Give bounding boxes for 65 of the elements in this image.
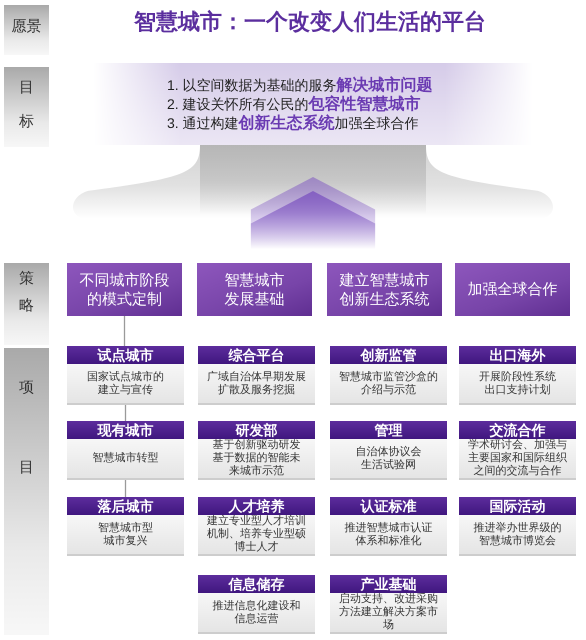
- connector-line: [124, 480, 126, 497]
- goal-item: 3. 通过构建创新生态系统加强全球合作: [167, 114, 419, 132]
- project-card: [198, 346, 315, 405]
- card-header: 出口海外: [459, 346, 576, 364]
- strategy-label: 不同城市阶段的模式定制: [78, 270, 170, 308]
- card-text: 广域自治体早期发展扩散及服务挖掘: [206, 370, 307, 396]
- connector-line: [124, 405, 126, 421]
- row-tab: [4, 348, 49, 635]
- strategy-label: 建立智慧城市创新生态系统: [338, 270, 430, 308]
- project-card: [330, 575, 447, 634]
- card-text: 启动支持、改进采购方法建立解决方案市场: [338, 593, 439, 632]
- strategy-box: [197, 263, 312, 316]
- row-label: 目标: [19, 78, 34, 132]
- goal-item: 2. 建设关怀所有公民的包容性智慧城市: [167, 94, 421, 114]
- card-header: 人才培养: [198, 497, 315, 515]
- project-card: [198, 497, 315, 556]
- project-card: [67, 497, 184, 556]
- row-tab: [4, 263, 49, 345]
- project-card: [67, 421, 184, 480]
- row-tab: [4, 5, 49, 55]
- project-card: [459, 497, 576, 556]
- card-header: 认证标准: [330, 497, 447, 515]
- card-text: 推进举办世界级的智慧城市博览会: [472, 522, 562, 548]
- card-text: 国家试点城市的建立与宣传: [86, 370, 165, 396]
- card-text: 智慧城市型城市复兴: [96, 522, 154, 548]
- project-card: [459, 421, 576, 480]
- strategy-label: 智慧城市发展基础: [224, 270, 286, 308]
- row-label: 愿景: [12, 18, 42, 35]
- card-text: 智慧城市转型: [92, 452, 158, 465]
- strategy-box: [327, 263, 442, 316]
- card-text: 推进信息化建设和信息运营: [211, 600, 302, 626]
- card-text: 开展阶段性系统出口支持计划: [478, 370, 557, 396]
- row-label: 策略: [19, 269, 34, 316]
- card-text: 建立专业型人才培训机制、培养专业型硕博士人才: [206, 515, 307, 554]
- card-header: 研发部: [198, 421, 315, 439]
- strategy-box: [67, 263, 182, 316]
- card-header: 交流合作: [459, 421, 576, 439]
- project-card: [198, 575, 315, 634]
- card-header: 试点城市: [67, 346, 184, 364]
- project-card: [330, 421, 447, 480]
- card-text: 智慧城市监管沙盒的介绍与示范: [338, 370, 439, 396]
- connector-line: [124, 316, 126, 346]
- card-header: 国际活动: [459, 497, 576, 515]
- title: 智慧城市：一个改变人们生活的平台: [134, 9, 486, 34]
- card-header: 产业基础: [330, 575, 447, 593]
- card-header: 落后城市: [67, 497, 184, 515]
- row-tab: [4, 67, 49, 147]
- project-card: [330, 497, 447, 556]
- strategy-label: 加强全球合作: [468, 280, 558, 299]
- project-card: [330, 346, 447, 405]
- card-text: 学术研讨会、加强与主要国家和国际组织之间的交流与合作: [466, 439, 568, 478]
- project-card: [459, 346, 576, 405]
- card-header: 信息储存: [198, 575, 315, 593]
- card-header: 现有城市: [67, 421, 184, 439]
- card-text: 基于创新驱动研发基于数据的智能未来城市示范: [211, 439, 302, 478]
- card-header: 创新监管: [330, 346, 447, 364]
- card-text: 推进智慧城市认证体系和标准化: [343, 522, 434, 548]
- card-header: 综合平台: [198, 346, 315, 364]
- project-card: [198, 421, 315, 480]
- project-card: [67, 346, 184, 405]
- goal-item: 1. 以空间数据为基础的服务解决城市问题: [167, 76, 433, 94]
- strategy-box: [455, 263, 570, 316]
- row-label: 项目: [19, 378, 34, 478]
- card-text: 自治体协议会生活试验网: [354, 446, 422, 472]
- card-header: 管理: [330, 421, 447, 439]
